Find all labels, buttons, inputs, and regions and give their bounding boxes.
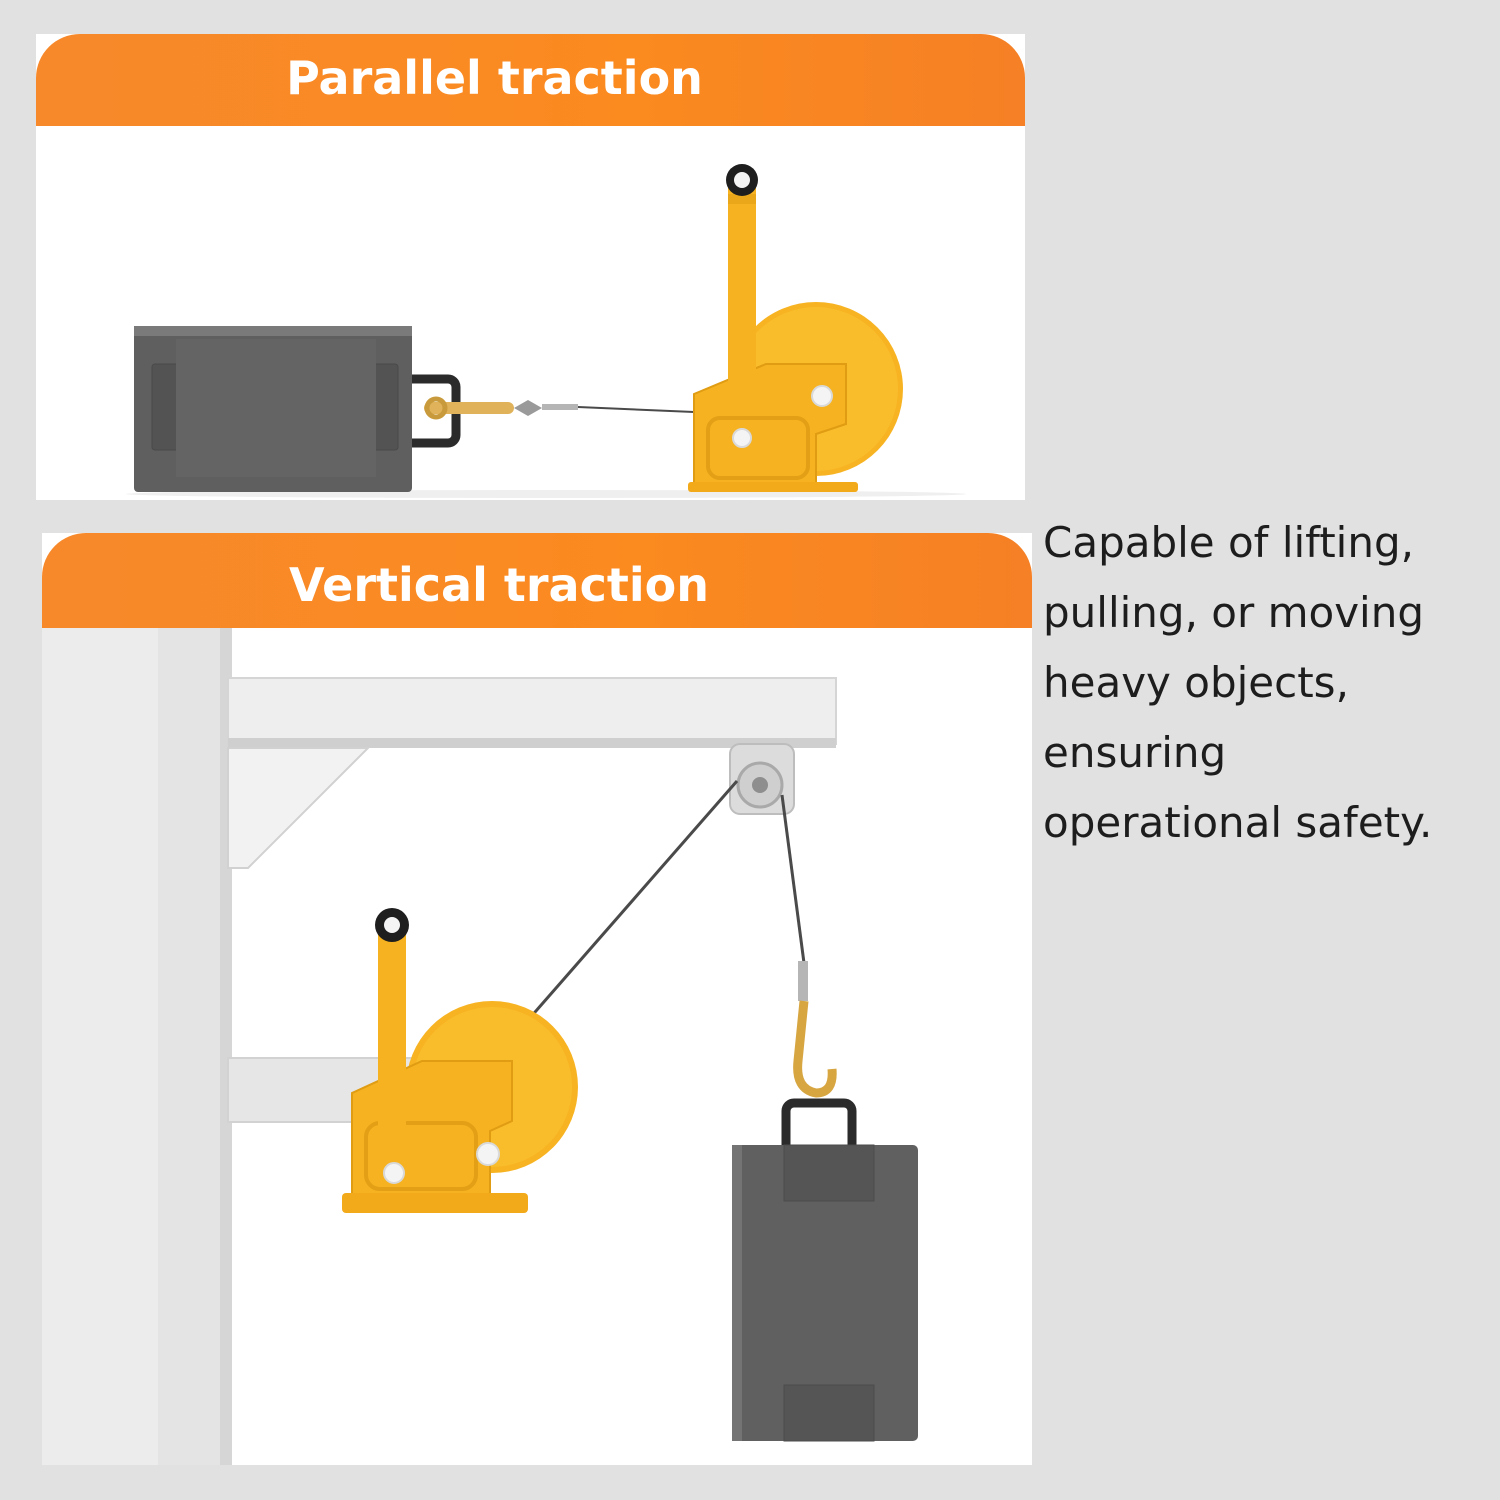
parallel-traction-title: Parallel traction bbox=[286, 51, 703, 105]
description-line: ensuring bbox=[1043, 728, 1227, 777]
parallel-traction-panel: Parallel traction bbox=[36, 34, 1025, 500]
hook-and-cable bbox=[424, 396, 695, 420]
vertical-traction-illustration bbox=[42, 628, 918, 1465]
lift-hook bbox=[793, 961, 837, 1098]
description-line: operational safety. bbox=[1043, 798, 1433, 847]
pulley bbox=[729, 743, 795, 815]
load-box-horizontal bbox=[134, 326, 461, 492]
description-line: pulling, or moving bbox=[1043, 588, 1424, 637]
parallel-traction-illustration bbox=[126, 164, 966, 498]
feature-description: Capable of lifting, pulling, or moving h… bbox=[1043, 508, 1493, 858]
hand-winch-vertical bbox=[342, 908, 578, 1213]
vertical-traction-title: Vertical traction bbox=[289, 557, 709, 612]
description-line: Capable of lifting, bbox=[1043, 518, 1414, 567]
hand-winch-horizontal bbox=[688, 164, 903, 492]
vertical-traction-header: Vertical traction bbox=[42, 533, 1032, 628]
vertical-traction-panel: Vertical traction bbox=[42, 533, 1032, 1465]
description-line: heavy objects, bbox=[1043, 658, 1349, 707]
lift-cable bbox=[780, 794, 806, 964]
parallel-traction-header: Parallel traction bbox=[36, 34, 1025, 126]
load-box-vertical bbox=[732, 1098, 918, 1442]
